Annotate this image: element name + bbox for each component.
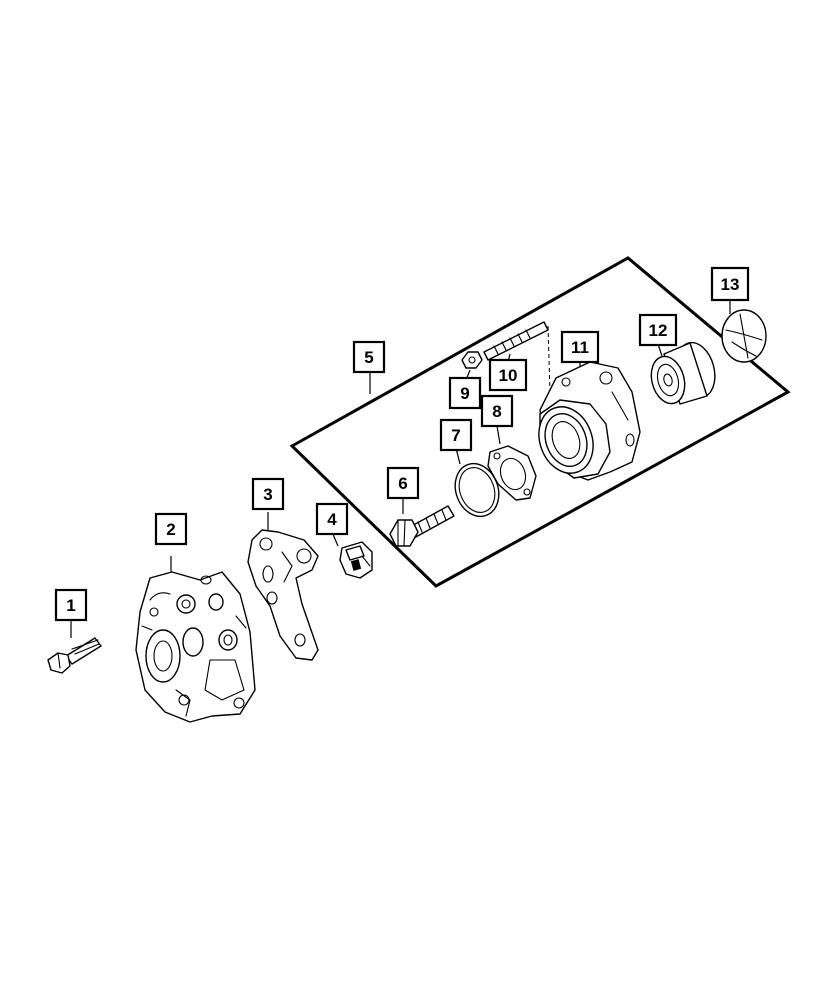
svg-text:7: 7 — [451, 426, 460, 445]
part-1-bolt[interactable] — [47, 620, 102, 674]
svg-text:3: 3 — [263, 485, 272, 504]
svg-text:11: 11 — [571, 338, 589, 357]
callout-6: 6 — [386, 466, 420, 500]
callout-11: 11 — [560, 330, 600, 364]
part-9-nut[interactable] — [461, 351, 483, 381]
svg-text:13: 13 — [721, 275, 740, 294]
callout-12: 12 — [638, 313, 678, 347]
part-8-gasket[interactable] — [487, 425, 537, 501]
part-3-gasket[interactable] — [247, 512, 319, 661]
svg-text:6: 6 — [398, 474, 407, 493]
callout-7: 7 — [439, 418, 473, 452]
callout-9: 9 — [448, 376, 482, 410]
svg-text:2: 2 — [166, 520, 175, 539]
callout-4: 4 — [315, 502, 349, 536]
svg-text:10: 10 — [499, 366, 518, 385]
part-6-bolt[interactable] — [389, 498, 455, 547]
svg-text:12: 12 — [649, 321, 668, 340]
svg-text:9: 9 — [460, 384, 469, 403]
part-11-pump-body[interactable] — [530, 361, 641, 481]
part-12-cartridge[interactable] — [646, 338, 720, 407]
callout-2: 2 — [154, 512, 188, 546]
part-13-plate[interactable] — [721, 300, 767, 363]
svg-text:4: 4 — [327, 510, 337, 529]
assembly-group-frame — [289, 256, 791, 588]
part-2-housing[interactable] — [135, 556, 256, 723]
part-4-coupler[interactable] — [331, 531, 373, 579]
svg-text:1: 1 — [66, 596, 75, 615]
callout-1: 1 — [54, 588, 88, 622]
callout-10: 10 — [488, 358, 528, 392]
svg-text:5: 5 — [364, 348, 373, 367]
callout-5: 5 — [352, 340, 386, 374]
callout-8: 8 — [480, 394, 514, 428]
callout-3: 3 — [251, 477, 285, 511]
callout-13: 13 — [710, 266, 750, 302]
svg-text:8: 8 — [492, 402, 501, 421]
